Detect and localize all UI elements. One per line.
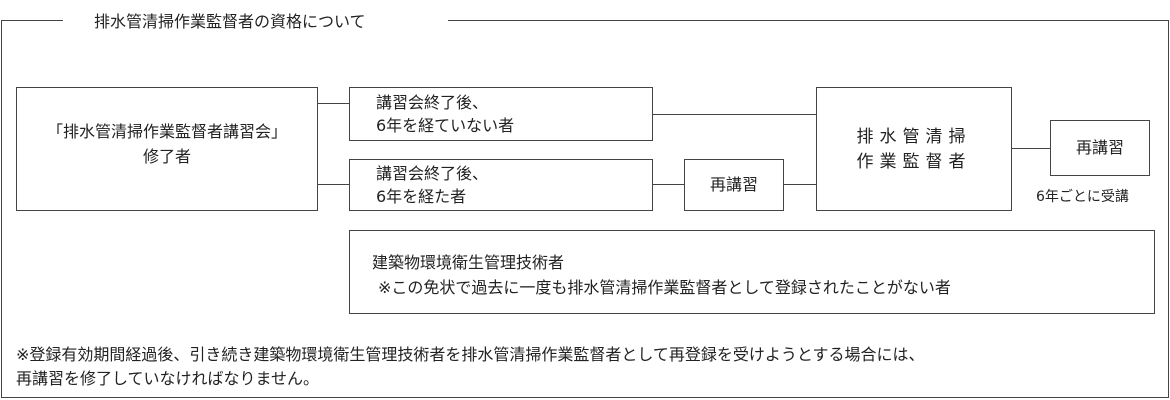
connector-retraining-to-supervisor: [784, 184, 816, 185]
connector-after-to-retraining: [653, 184, 684, 185]
after-6-years-line1: 講習会終了後、: [376, 164, 489, 183]
frame-top-right: [448, 20, 1168, 21]
building-engineer-box: 建築物環境衛生管理技術者 ※この免状で過去に一度も排水管清掃作業監督者として登録…: [349, 230, 1155, 314]
within-6-years-box: 講習会終了後、 6年を経ていない者: [349, 87, 653, 141]
footnote-line1: ※登録有効期間経過後、引き続き建築物環境衛生管理技術者を排水管清掃作業監督者とし…: [16, 345, 925, 364]
supervisor-box: 排水管清掃 作業監督者: [816, 87, 1012, 211]
building-engineer-line1: 建築物環境衛生管理技術者: [372, 253, 565, 272]
building-engineer-line2: ※この免状で過去に一度も排水管清掃作業監督者として登録されたことがない者: [378, 278, 951, 297]
course-completion-line2: 修了者: [142, 147, 191, 166]
course-completion-line1: 「排水管清掃作業監督者講習会」: [46, 122, 287, 141]
course-completion-box: 「排水管清掃作業監督者講習会」 修了者: [16, 87, 318, 211]
connector-supervisor-to-retraining: [1012, 148, 1050, 149]
frame-top-left: [1, 20, 63, 21]
supervisor-line1: 排水管清掃: [856, 127, 972, 147]
outer-frame: [1, 20, 1169, 398]
after-6-years-line2: 6年を経た者: [376, 187, 467, 206]
within-6-years-line2: 6年を経ていない者: [376, 116, 515, 135]
diagram-title: 排水管清掃作業監督者の資格について: [88, 8, 372, 32]
supervisor-line2: 作業監督者: [856, 152, 972, 172]
retraining-right-box: 再講習: [1050, 120, 1150, 176]
connector-course-top: [318, 103, 349, 104]
retraining-right-label: 再講習: [1075, 138, 1124, 157]
retraining-note: 6年ごとに受講: [1036, 189, 1129, 205]
within-6-years-line1: 講習会終了後、: [376, 93, 489, 112]
connector-course-bottom: [318, 184, 349, 185]
retraining-mid-box: 再講習: [684, 159, 784, 211]
footnote-line2: 再講習を修了していなければなりません。: [16, 369, 320, 388]
connector-within-to-supervisor: [653, 114, 816, 115]
retraining-mid-label: 再講習: [709, 175, 758, 194]
after-6-years-box: 講習会終了後、 6年を経た者: [349, 159, 653, 211]
